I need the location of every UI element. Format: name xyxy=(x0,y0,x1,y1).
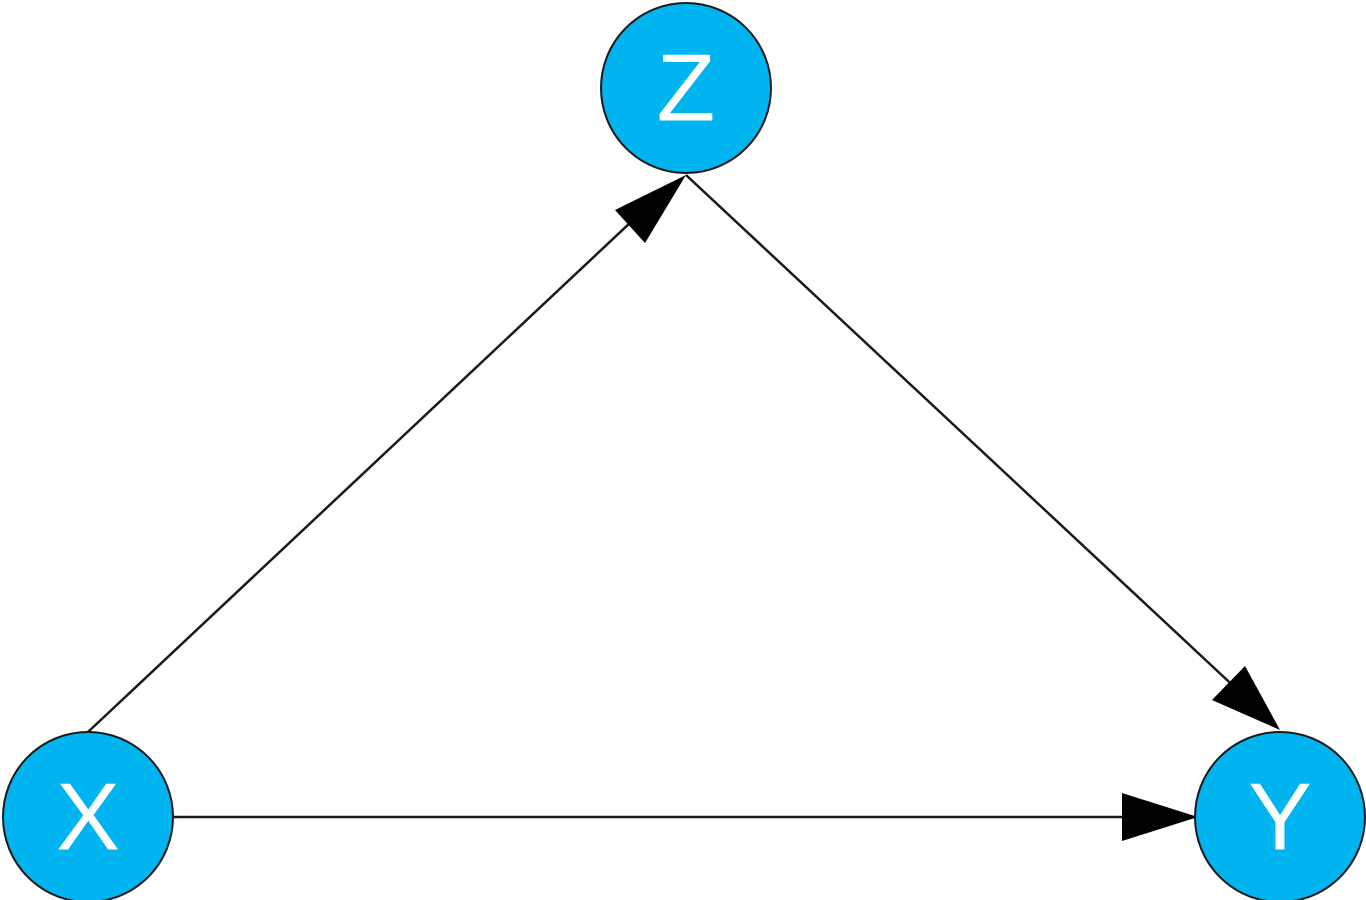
edge-z-to-y-line xyxy=(685,174,1243,695)
node-z-circle xyxy=(600,2,772,174)
node-x-label: X xyxy=(56,764,120,871)
edge-x-to-y-arrowhead xyxy=(1122,793,1198,841)
node-y-label: Y xyxy=(1248,764,1312,871)
edge-x-to-z-line xyxy=(87,205,649,733)
node-z-label: Z xyxy=(657,35,716,142)
edge-x-to-z xyxy=(87,175,686,733)
node-x-circle xyxy=(2,731,174,900)
node-z[interactable]: Z xyxy=(600,2,772,174)
node-y[interactable]: Y xyxy=(1194,731,1366,900)
edge-z-to-y-arrowhead xyxy=(1212,666,1280,730)
edges-layer xyxy=(87,174,1280,841)
edge-x-to-z-arrowhead xyxy=(615,175,686,243)
node-y-circle xyxy=(1194,731,1366,900)
edge-z-to-y xyxy=(685,174,1280,730)
node-x[interactable]: X xyxy=(2,731,174,900)
edge-x-to-y xyxy=(174,793,1198,841)
